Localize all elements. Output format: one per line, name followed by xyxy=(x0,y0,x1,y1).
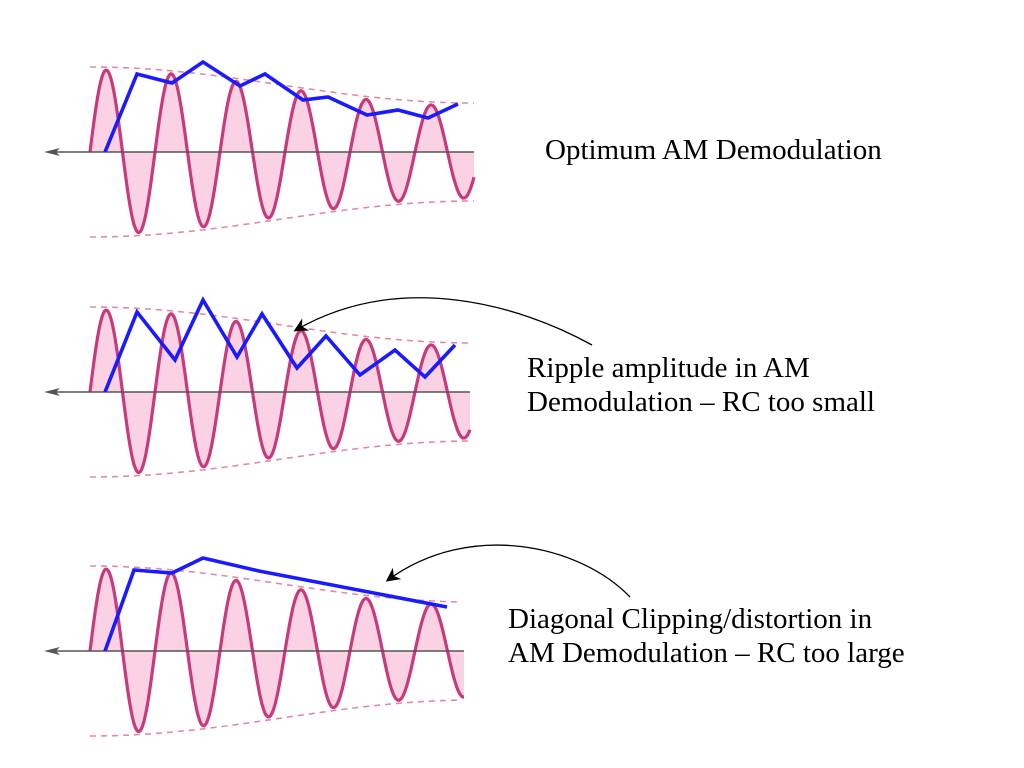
detector-output xyxy=(103,59,459,153)
arrowhead-left-icon xyxy=(44,647,60,655)
caption-line: Optimum AM Demodulation xyxy=(545,134,882,166)
curved-arrow-icon xyxy=(385,544,631,598)
curved-arrow-icon xyxy=(293,297,593,346)
detector-output xyxy=(103,556,448,652)
caption-line: Diagonal Clipping/distortion in xyxy=(508,603,873,635)
panel-diagonal xyxy=(44,556,464,737)
caption-ripple: Ripple amplitude in AM Demodulation – RC… xyxy=(527,351,875,419)
detector-output xyxy=(103,296,457,393)
caption-optimum: Optimum AM Demodulation xyxy=(545,133,882,167)
envelope-lower xyxy=(90,440,470,478)
carrier-wave xyxy=(88,68,476,235)
arrowhead-left-icon xyxy=(44,388,60,396)
caption-line: AM Demodulation – RC too large xyxy=(508,637,905,669)
carrier-wave xyxy=(88,308,472,475)
carrier-wave xyxy=(88,567,464,734)
caption-line: Ripple amplitude in AM xyxy=(527,352,810,384)
envelope-lower xyxy=(90,200,474,238)
envelope-lower xyxy=(90,699,463,737)
caption-diagonal: Diagonal Clipping/distortion in AM Demod… xyxy=(508,602,905,670)
envelope-upper xyxy=(90,306,470,344)
arrowhead-left-icon xyxy=(44,148,60,156)
panel-ripple xyxy=(44,296,472,478)
envelope-upper xyxy=(90,66,474,104)
carrier-fill xyxy=(90,569,464,732)
caption-line: Demodulation – RC too small xyxy=(527,386,875,418)
panel-optimum xyxy=(44,59,476,238)
